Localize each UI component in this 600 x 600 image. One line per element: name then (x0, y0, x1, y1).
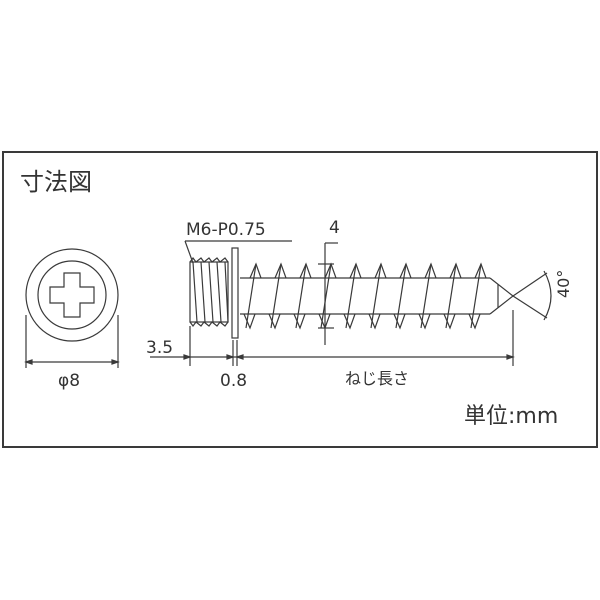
flange-thickness-label: 0.8 (220, 371, 248, 391)
drawing-title: 寸法図 (20, 168, 92, 196)
major-diameter-label: 4 (329, 218, 340, 238)
screw-head-top-view-icon (24, 248, 120, 368)
major-diameter-dimension (318, 242, 338, 345)
length-dimension-line (150, 310, 515, 366)
head-diameter-label: φ8 (58, 371, 81, 391)
thread-spec-label: M6-P0.75 (186, 220, 266, 240)
point-angle-label: 40° (554, 269, 573, 298)
machine-thread-section-icon (184, 240, 292, 327)
screw-length-label: ねじ長さ (345, 369, 410, 388)
point-angle-dimension (512, 270, 552, 321)
head-thread-length-label: 3.5 (146, 338, 174, 358)
tapping-thread-section-icon (240, 262, 514, 330)
flange-icon (231, 247, 239, 339)
unit-label: 単位:mm (464, 404, 559, 429)
